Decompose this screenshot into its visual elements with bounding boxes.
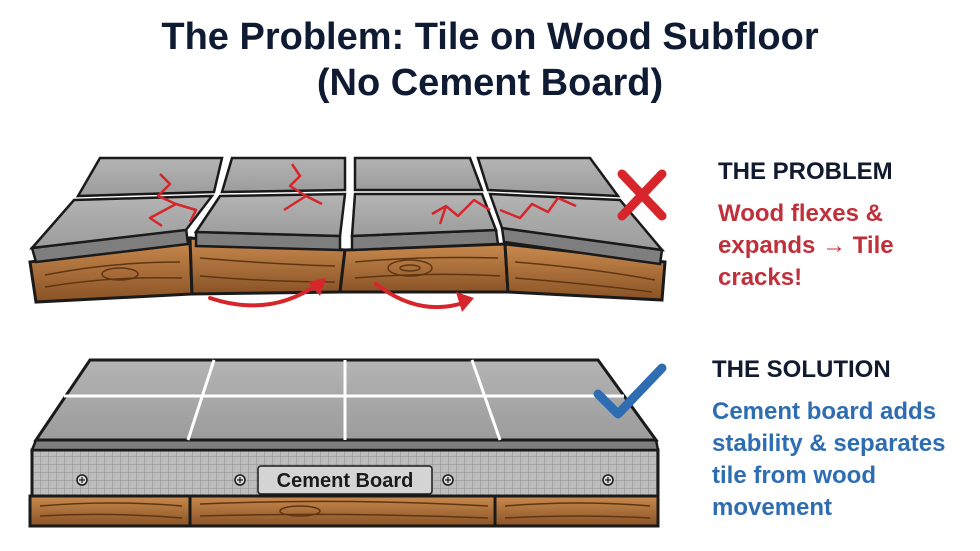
solution-diagram: Cement Board [28, 358, 667, 528]
cement-board-label: Cement Board [277, 470, 414, 492]
solution-heading: THE SOLUTION [712, 356, 891, 383]
tile-cracks [148, 163, 577, 228]
flex-arrows [208, 282, 468, 310]
title-line-2: (No Cement Board) [316, 62, 664, 104]
solution-description: Cement board adds stability & separates … [712, 398, 946, 521]
problem-diagram [28, 156, 667, 312]
cement-board-label-box [257, 465, 433, 495]
wood-subfloor-flat [28, 494, 660, 528]
tile-layer-stable [30, 358, 660, 452]
title-line-1: The Problem: Tile on Wood Subfloor [161, 16, 819, 58]
problem-description: Wood flexes & expands → Tile cracks! [718, 200, 894, 291]
page-title: The Problem: Tile on Wood Subfloor (No C… [0, 14, 980, 106]
problem-heading: THE PROBLEM [718, 158, 893, 185]
cement-board: Cement Board [30, 448, 660, 498]
x-mark-icon [617, 169, 667, 221]
check-mark-icon [593, 363, 667, 419]
wood-subfloor-warped [28, 236, 667, 304]
